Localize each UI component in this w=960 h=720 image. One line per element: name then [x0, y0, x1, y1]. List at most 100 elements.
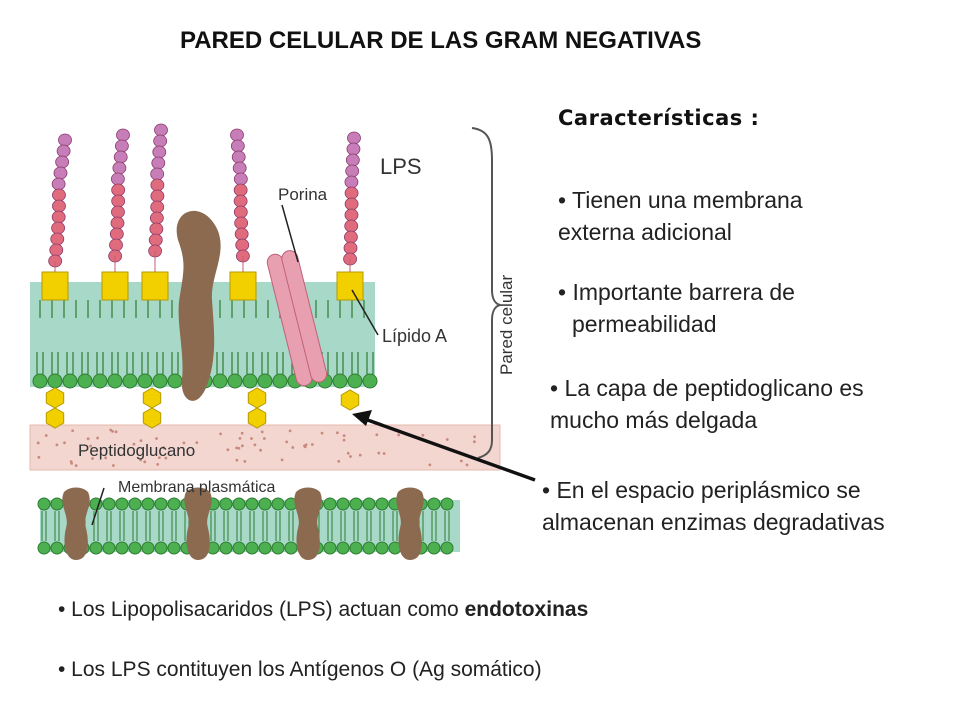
lipid-head: [272, 373, 288, 389]
lipid-head: [227, 373, 243, 389]
peptidoglycan-dot: [114, 430, 118, 434]
lipid-tail: [236, 511, 242, 541]
lipid-head: [167, 497, 181, 511]
lipid-head: [440, 541, 454, 555]
peptidoglycan-dot: [237, 446, 241, 450]
peptidoglycan-dot: [139, 458, 143, 462]
lipid-tail: [93, 511, 99, 541]
lipid-tail: [336, 352, 344, 374]
lipid-head: [245, 541, 259, 555]
peptidoglycan-dot: [235, 458, 239, 462]
lipid-tail: [366, 352, 374, 374]
lipid-head: [232, 541, 246, 555]
membrane-protein: [294, 487, 322, 560]
bottom-note-text: • Los LPS contituyen los Antígenos O (Ag…: [58, 658, 542, 681]
lipid-tail: [379, 511, 385, 541]
characteristics-heading: Características :: [558, 106, 760, 130]
lps-bead: [110, 216, 125, 230]
peptidoglycan-dot: [96, 436, 99, 440]
peptidoglycan-dot: [349, 455, 352, 458]
lipid-tail: [141, 352, 149, 374]
peptidoglycan-dot: [336, 431, 339, 435]
lipid-head: [232, 497, 246, 511]
lps-bead: [150, 167, 165, 181]
lps-bead: [151, 156, 166, 170]
lps-bead: [49, 243, 64, 257]
lps-bead: [150, 178, 165, 192]
peptidoglycan-dot: [36, 441, 40, 445]
lipid-tail: [444, 511, 450, 541]
lipid-head: [50, 497, 64, 511]
lipoprotein-hexagon: [45, 387, 65, 409]
lipid-tail: [111, 352, 119, 374]
peptidoglycan-dot: [235, 446, 239, 450]
lipid-head: [242, 373, 258, 389]
lps-bead: [52, 199, 66, 213]
peptidoglycan-dot: [421, 433, 425, 437]
lipid-tail: [126, 352, 134, 374]
feature-item-2: • Importante barrera de permeabilidad: [558, 276, 795, 340]
bottom-note-bold: endotoxinas: [464, 598, 589, 621]
lipid-head: [89, 541, 103, 555]
lipid-head: [212, 373, 228, 389]
lps-bead: [233, 194, 248, 208]
lipid-head: [347, 373, 363, 389]
peptidoglycan-dot: [288, 429, 292, 433]
lps-bead: [345, 164, 360, 178]
lipid-head: [440, 497, 454, 511]
lps-bead: [347, 131, 361, 145]
lps-bead: [232, 161, 247, 175]
lps-bead: [111, 205, 125, 219]
lipid-tail: [249, 511, 255, 541]
lps-bead: [109, 238, 123, 252]
peptidoglycan-dot: [377, 451, 381, 455]
peptidoglycan-dot: [291, 446, 295, 449]
feature-line: almacenan enzimas degradativas: [542, 509, 885, 535]
peptidoglycan-dot: [70, 461, 74, 465]
peptidoglycan-dot: [346, 451, 350, 455]
lipid-tail: [96, 352, 104, 374]
peptidoglycan-dot: [63, 441, 66, 445]
lps-bead: [233, 183, 248, 197]
feature-item-1: • Tienen una membrana externa adicional: [558, 184, 803, 248]
lipido-a-leader-line: [351, 289, 379, 336]
lipid-head: [258, 541, 272, 555]
lps-bead: [345, 153, 360, 167]
lipid-head: [362, 541, 376, 555]
lipid-tail: [366, 511, 372, 541]
peptidoglycan-dot: [155, 437, 158, 440]
peptidoglycan-dot: [262, 437, 266, 440]
peptidoglycan-dot: [382, 452, 386, 455]
peptidoglycan-dot: [111, 464, 115, 467]
lipid-head: [362, 497, 376, 511]
lipid-head: [128, 541, 142, 555]
lipid-head: [167, 373, 183, 389]
lps-bead: [51, 210, 66, 224]
lps-bead: [116, 128, 130, 142]
lipid-head: [219, 497, 233, 511]
lps-bead: [234, 216, 249, 230]
lipid-tail: [41, 511, 47, 541]
lipid-head: [152, 373, 168, 389]
lipid-head: [137, 373, 153, 389]
lps-bead: [51, 177, 66, 191]
peptidoglycan-dot: [465, 463, 469, 467]
peptidoglycan-dot: [280, 458, 284, 462]
lipid-head: [375, 541, 389, 555]
peptidoglycan-dot: [226, 448, 230, 452]
lps-bead: [150, 200, 165, 214]
lipid-tail: [288, 511, 294, 541]
peptidoglucano-label: Peptidoglucano: [78, 441, 195, 460]
lipid-a-square: [101, 271, 129, 301]
lps-bead: [346, 142, 361, 156]
bottom-note-text: • Los Lipopolisacaridos (LPS) actuan com…: [58, 598, 465, 621]
lipid-head: [128, 497, 142, 511]
peptidoglycan-dot: [219, 432, 222, 436]
lps-bead: [344, 219, 359, 233]
lipid-head: [245, 497, 259, 511]
lipoprotein-hexagon: [247, 407, 267, 429]
peptidoglycan-dot: [55, 443, 59, 447]
lps-bead: [344, 186, 359, 200]
feature-line: • Importante barrera de: [558, 279, 795, 305]
peptidoglycan-dot: [91, 457, 94, 460]
